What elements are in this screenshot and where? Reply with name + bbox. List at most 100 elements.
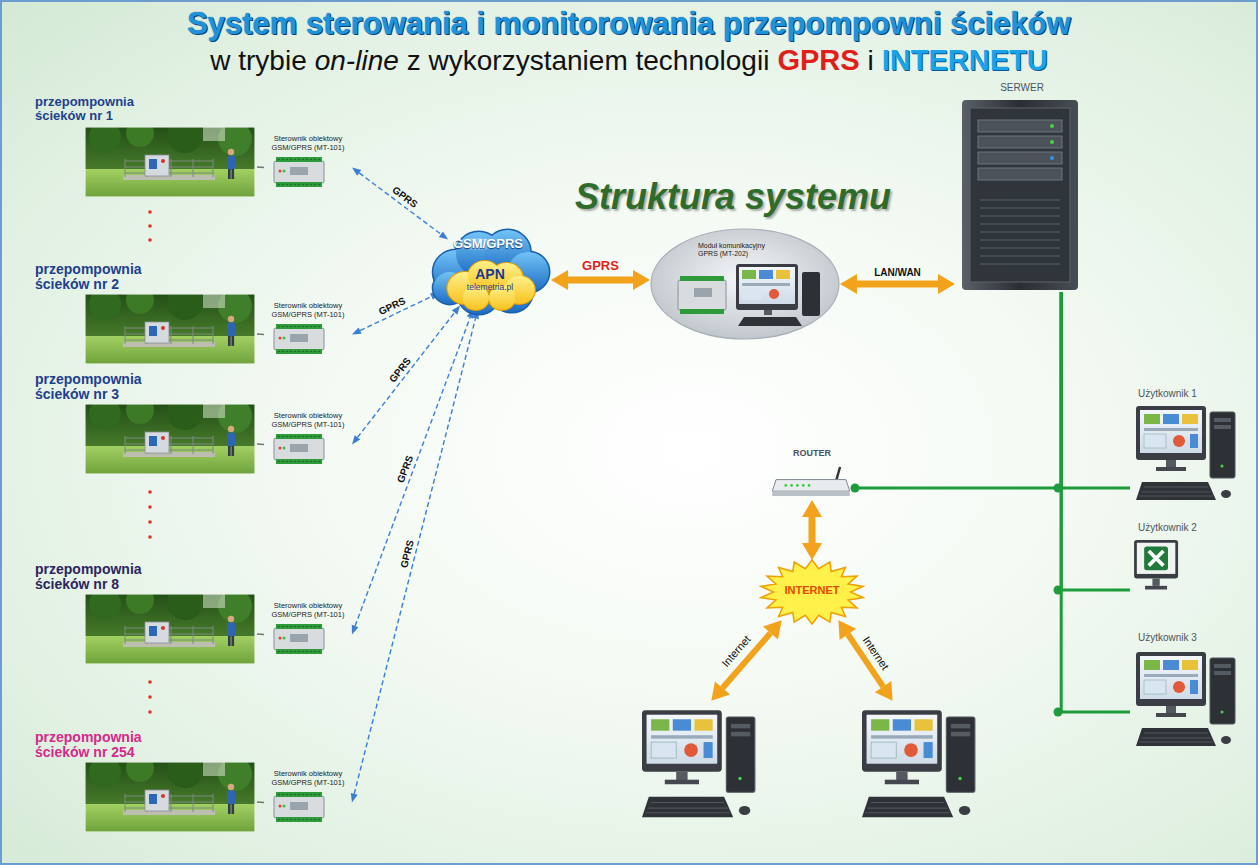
spreadsheet-monitor bbox=[1134, 540, 1178, 590]
apn-label: telemetria.pl bbox=[443, 282, 537, 292]
controller-device bbox=[274, 624, 324, 654]
gsm-cloud: GSM/GPRS APNtelemetria.pl bbox=[425, 222, 551, 317]
station-label: przepompownia ścieków nr 8 bbox=[35, 562, 165, 593]
user-label: Użytkownik 1 bbox=[1138, 388, 1244, 399]
connector-label: GPRS bbox=[395, 454, 415, 484]
field-controller: Sterownik obiektowy GSM/GPRS (MT-101) bbox=[264, 302, 352, 358]
controller-label: Sterownik obiektowy GSM/GPRS (MT-101) bbox=[264, 135, 352, 152]
drawing-part bbox=[694, 288, 712, 297]
connector-label-holder: GPRS bbox=[387, 355, 413, 384]
controller-device bbox=[274, 792, 324, 822]
computer-icon bbox=[862, 710, 975, 817]
connector bbox=[257, 801, 264, 803]
title-row: System sterowania i monitorowania przepo… bbox=[0, 6, 1258, 42]
title: System sterowania i monitorowania przepo… bbox=[187, 6, 1071, 42]
router-device bbox=[772, 467, 850, 496]
drawing-part bbox=[759, 270, 773, 279]
server-tower bbox=[962, 100, 1078, 290]
internet-label: INTERNET bbox=[760, 584, 864, 596]
drawing-part bbox=[148, 238, 152, 242]
connector-label-holder: LAN/WAN bbox=[874, 267, 921, 278]
controller-device bbox=[274, 324, 324, 354]
connector bbox=[354, 318, 475, 793]
pump-station: przepompownia ścieków nr 8 bbox=[35, 562, 257, 666]
drawing-part bbox=[651, 229, 839, 339]
apn-label: APN bbox=[443, 267, 537, 282]
drawing-part bbox=[148, 680, 152, 684]
server-label: SERWER bbox=[955, 82, 1089, 93]
station-photo bbox=[85, 752, 255, 832]
user-workstation: Użytkownik 2 bbox=[1130, 522, 1244, 605]
drawing-part bbox=[148, 695, 152, 699]
drawing-part bbox=[802, 272, 820, 316]
drawing-part bbox=[680, 309, 724, 314]
drawing-part bbox=[148, 210, 152, 214]
connector bbox=[257, 633, 264, 635]
connector-label: GPRS bbox=[377, 295, 407, 317]
apn-cloud: APNtelemetria.pl bbox=[443, 258, 537, 310]
drawing-part bbox=[148, 224, 152, 228]
connector-label-holder: GPRS bbox=[390, 184, 419, 210]
connector bbox=[257, 333, 264, 335]
connector bbox=[359, 173, 441, 234]
field-controller: Sterownik obiektowy GSM/GPRS (MT-101) bbox=[264, 135, 352, 191]
station-photo bbox=[85, 284, 255, 364]
connector bbox=[1061, 292, 1130, 488]
drawing-part bbox=[738, 317, 802, 326]
connector-label: GPRS bbox=[390, 184, 419, 210]
connector bbox=[257, 443, 264, 445]
internet-burst: INTERNET bbox=[760, 560, 864, 624]
connector-label: GPRS bbox=[387, 355, 413, 384]
controller-label: Sterownik obiektowy GSM/GPRS (MT-101) bbox=[264, 302, 352, 319]
cloud-label: GSM/GPRS bbox=[425, 236, 551, 251]
subtitle-row: w trybieon-linez wykorzystaniem technolo… bbox=[0, 44, 1258, 77]
link-label: Internet bbox=[861, 634, 892, 672]
drawing-part bbox=[764, 310, 772, 315]
subtitle-part: z wykorzystaniem technologii bbox=[407, 45, 770, 77]
connector bbox=[809, 517, 816, 543]
pump-station: przepompownia ścieków nr 2 bbox=[35, 262, 257, 366]
drawing-part bbox=[739, 267, 795, 304]
router-label: ROUTER bbox=[765, 448, 859, 458]
controller-device bbox=[274, 157, 324, 187]
station-label: przepompownia ścieków nr 3 bbox=[35, 372, 165, 403]
station-label: przepompownia ścieków nr 1 bbox=[35, 95, 165, 124]
communication-module: Moduł komunikacyjny GPRS (MT-202) bbox=[650, 228, 840, 340]
connector bbox=[1061, 292, 1130, 590]
connector bbox=[355, 318, 470, 627]
drawing-part bbox=[742, 289, 762, 300]
connector-label-holder: GPRS bbox=[395, 454, 415, 484]
subtitle-part: i bbox=[868, 45, 874, 77]
router: ROUTER bbox=[765, 448, 859, 500]
station-label: przepompownia ścieków nr 254 bbox=[35, 730, 165, 761]
connector-label-holder: GPRS bbox=[582, 258, 619, 273]
server: SERWER bbox=[955, 80, 1089, 292]
drawing-part bbox=[769, 289, 779, 299]
field-controller: Sterownik obiektowy GSM/GPRS (MT-101) bbox=[264, 770, 352, 826]
drawing-part bbox=[761, 560, 863, 624]
controller-label: Sterownik obiektowy GSM/GPRS (MT-101) bbox=[264, 412, 352, 429]
connector-label: GPRS bbox=[582, 258, 619, 273]
pump-station: przepompownia ścieków nr 3 bbox=[35, 372, 257, 476]
drawing-part bbox=[742, 270, 756, 279]
subtitle-part: INTERNETU bbox=[882, 44, 1048, 77]
connector bbox=[568, 277, 633, 284]
connector-label: LAN/WAN bbox=[874, 267, 921, 278]
drawing-part bbox=[742, 283, 790, 286]
drawing-part bbox=[851, 484, 860, 493]
drawing-part bbox=[678, 280, 726, 310]
drawing-part bbox=[776, 270, 790, 279]
station-photo bbox=[85, 117, 255, 197]
pump-station: przepompownia ścieków nr 254 bbox=[35, 730, 257, 834]
field-controller: Sterownik obiektowy GSM/GPRS (MT-101) bbox=[264, 412, 352, 468]
continuation-dots bbox=[148, 210, 152, 714]
drawing-part bbox=[148, 505, 152, 509]
module-label: Moduł komunikacyjny GPRS (MT-202) bbox=[698, 242, 778, 258]
connector bbox=[358, 313, 455, 438]
drawing-part bbox=[148, 535, 152, 539]
pump-station: przepompownia ścieków nr 1 bbox=[35, 95, 257, 199]
